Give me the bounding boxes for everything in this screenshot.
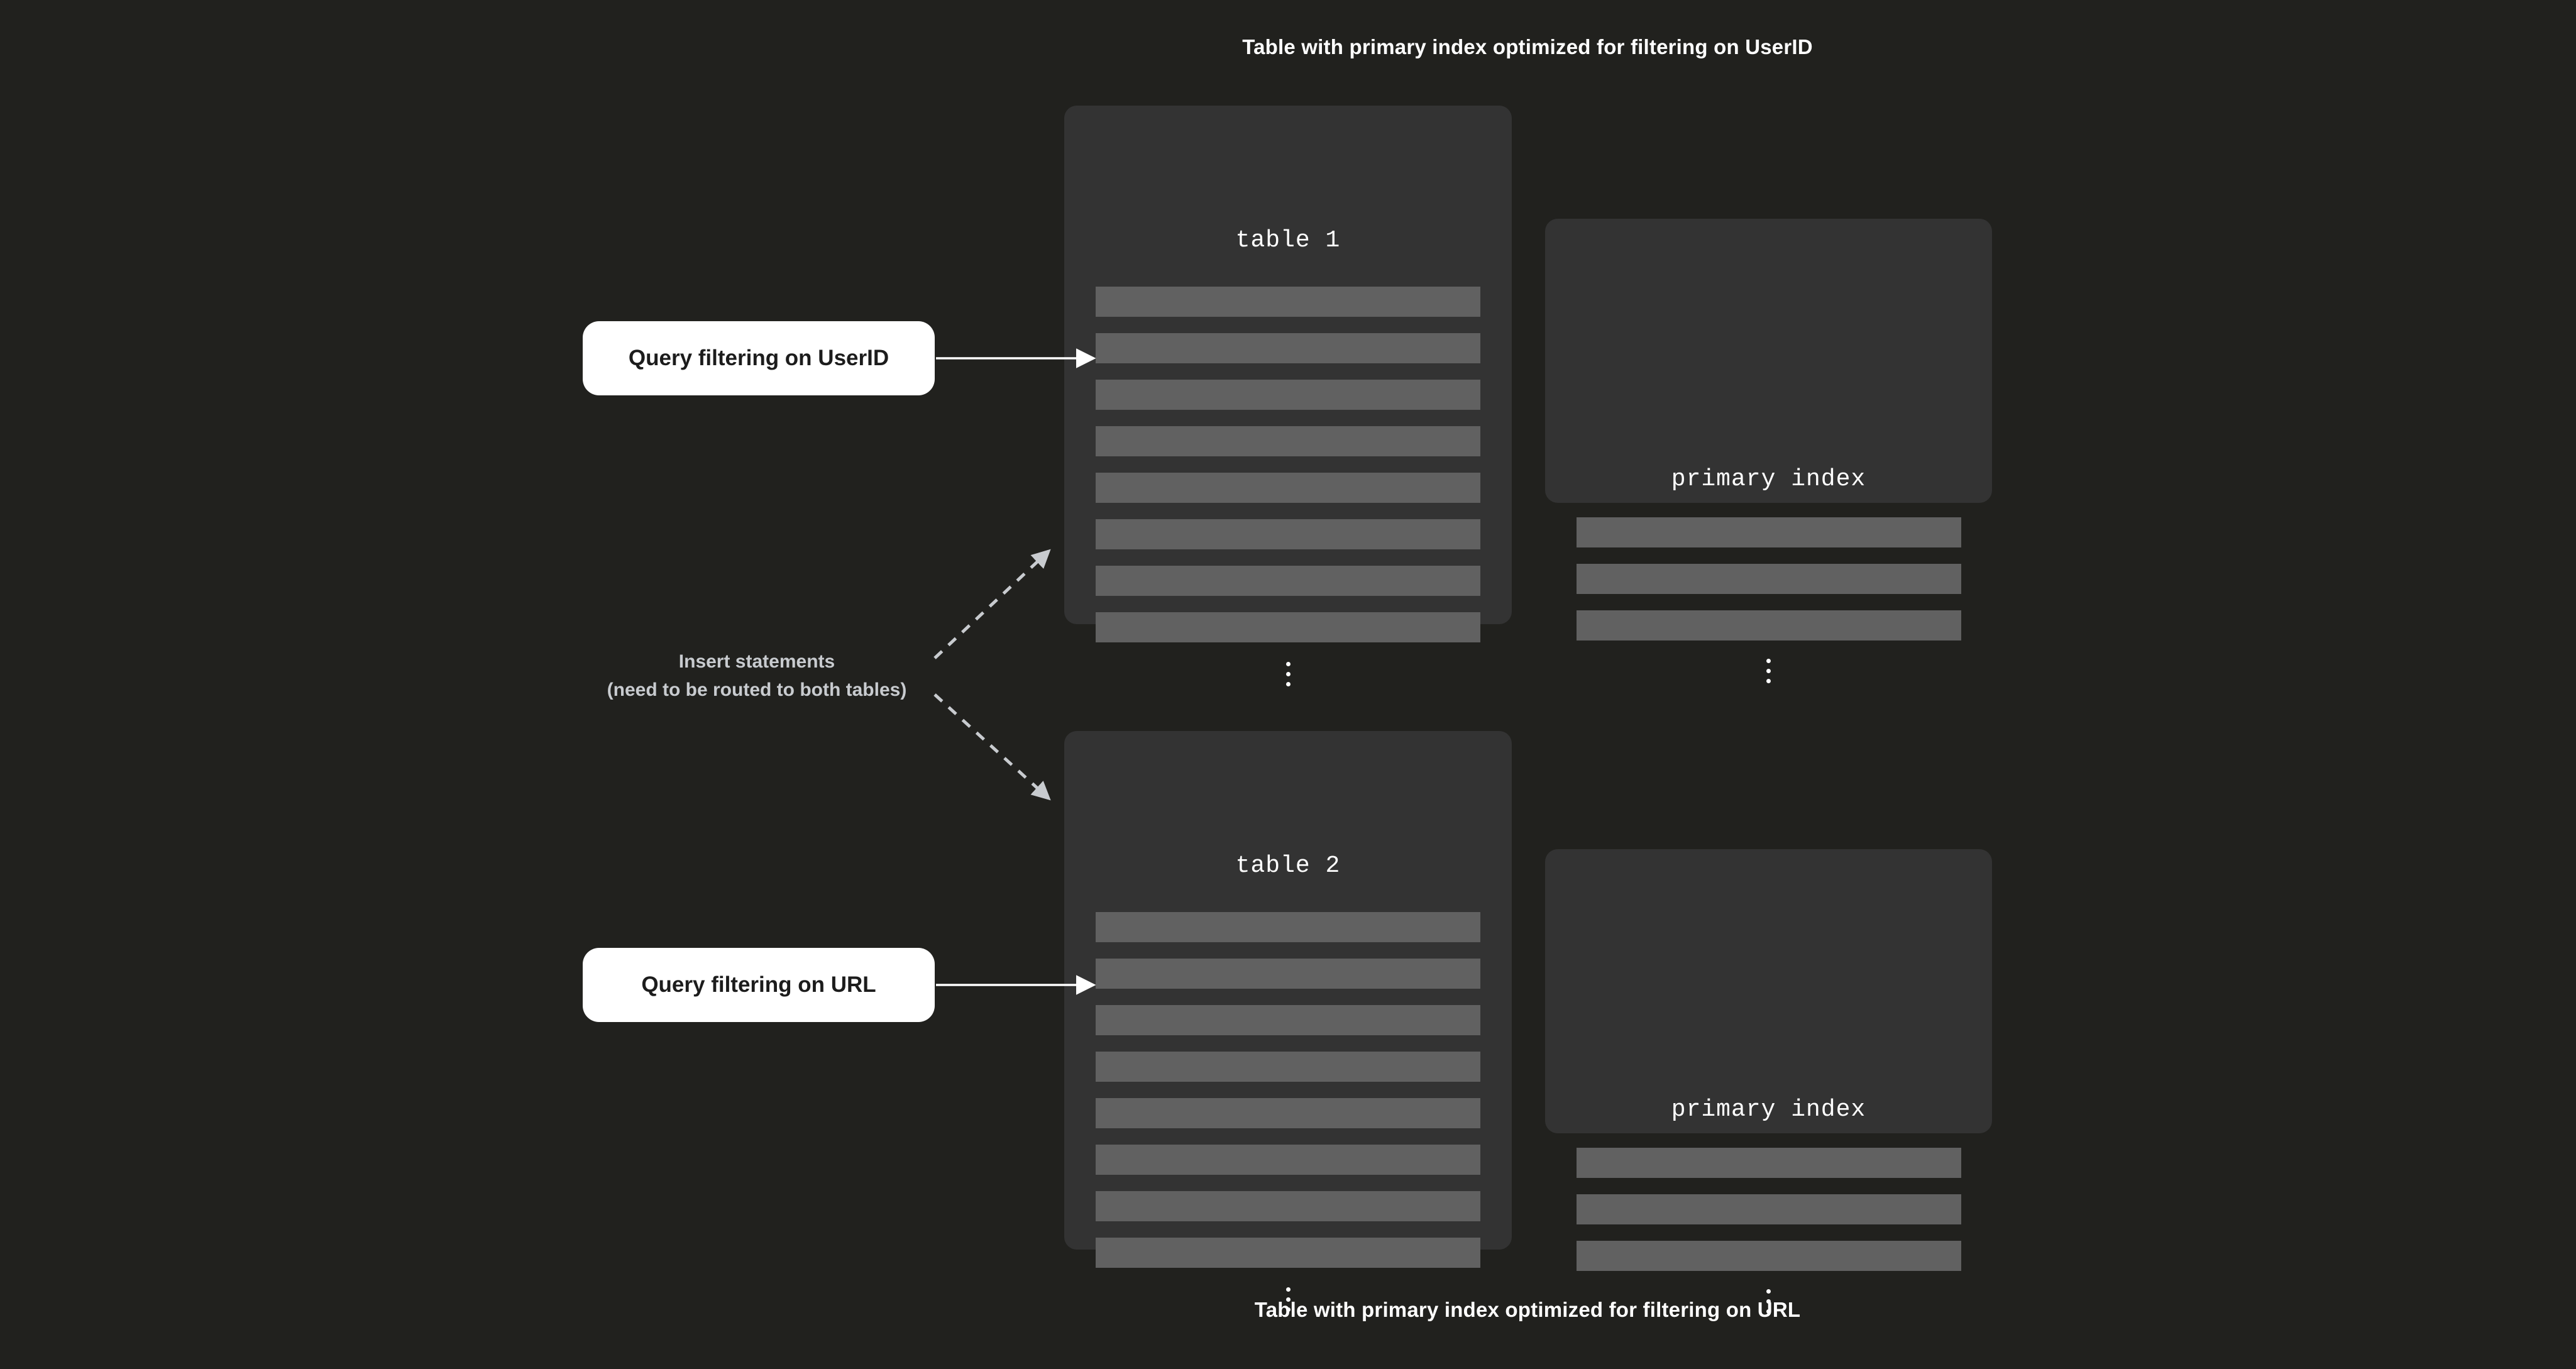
index-row bbox=[1576, 564, 1961, 594]
arrow-insert-to-table-2 bbox=[933, 693, 1051, 801]
primary-index-1-title: primary index bbox=[1671, 466, 1866, 493]
table-row bbox=[1096, 287, 1480, 317]
insert-statements-line-1: Insert statements bbox=[678, 651, 835, 672]
primary-index-2-box: primary index bbox=[1545, 849, 1992, 1314]
table-2-title: table 2 bbox=[1235, 852, 1341, 879]
table-row bbox=[1096, 1098, 1480, 1128]
diagram-title-bottom: Table with primary index optimized for f… bbox=[1254, 1298, 1801, 1321]
table-row bbox=[1096, 1145, 1480, 1175]
index-row bbox=[1576, 1148, 1961, 1178]
primary-index-2-rows bbox=[1545, 1148, 1992, 1287]
table-row bbox=[1096, 959, 1480, 989]
index-row bbox=[1576, 610, 1961, 641]
table-row bbox=[1096, 519, 1480, 549]
table-row bbox=[1096, 380, 1480, 410]
primary-index-2-title: primary index bbox=[1671, 1096, 1866, 1123]
index-row bbox=[1576, 517, 1961, 547]
table-row bbox=[1096, 333, 1480, 363]
table-row bbox=[1096, 473, 1480, 503]
table-1-title: table 1 bbox=[1235, 227, 1341, 254]
query-filtering-on-userid-label: Query filtering on UserID bbox=[628, 346, 889, 370]
diagram-title-top: Table with primary index optimized for f… bbox=[1242, 35, 1813, 58]
table-row bbox=[1096, 1238, 1480, 1268]
table-row bbox=[1096, 566, 1480, 596]
vertical-ellipsis-icon bbox=[1545, 659, 1992, 683]
insert-statements-line-2: (need to be routed to both tables) bbox=[607, 679, 907, 700]
query-filtering-on-url-callout[interactable]: Query filtering on URL bbox=[583, 948, 935, 1022]
table-row bbox=[1096, 426, 1480, 456]
table-row bbox=[1096, 1191, 1480, 1221]
vertical-ellipsis-icon bbox=[1545, 1289, 1992, 1314]
table-1-box: table 1 bbox=[1064, 106, 1512, 686]
query-filtering-on-url-label: Query filtering on URL bbox=[641, 972, 876, 997]
table-1-rows bbox=[1064, 287, 1512, 642]
query-filtering-on-userid-callout[interactable]: Query filtering on UserID bbox=[583, 321, 935, 395]
vertical-ellipsis-icon bbox=[1064, 662, 1512, 686]
primary-index-1-box: primary index bbox=[1545, 219, 1992, 683]
insert-statements-note: Insert statements (need to be routed to … bbox=[607, 647, 907, 704]
vertical-ellipsis-icon bbox=[1064, 1287, 1512, 1312]
table-2-box: table 2 bbox=[1064, 731, 1512, 1312]
index-row bbox=[1576, 1194, 1961, 1224]
arrow-insert-to-table-1 bbox=[933, 549, 1051, 659]
table-row bbox=[1096, 1052, 1480, 1082]
index-row bbox=[1576, 1241, 1961, 1271]
primary-index-1-rows bbox=[1545, 517, 1992, 657]
table-row bbox=[1096, 612, 1480, 642]
table-row bbox=[1096, 912, 1480, 942]
table-row bbox=[1096, 1005, 1480, 1035]
table-2-rows bbox=[1064, 912, 1512, 1268]
